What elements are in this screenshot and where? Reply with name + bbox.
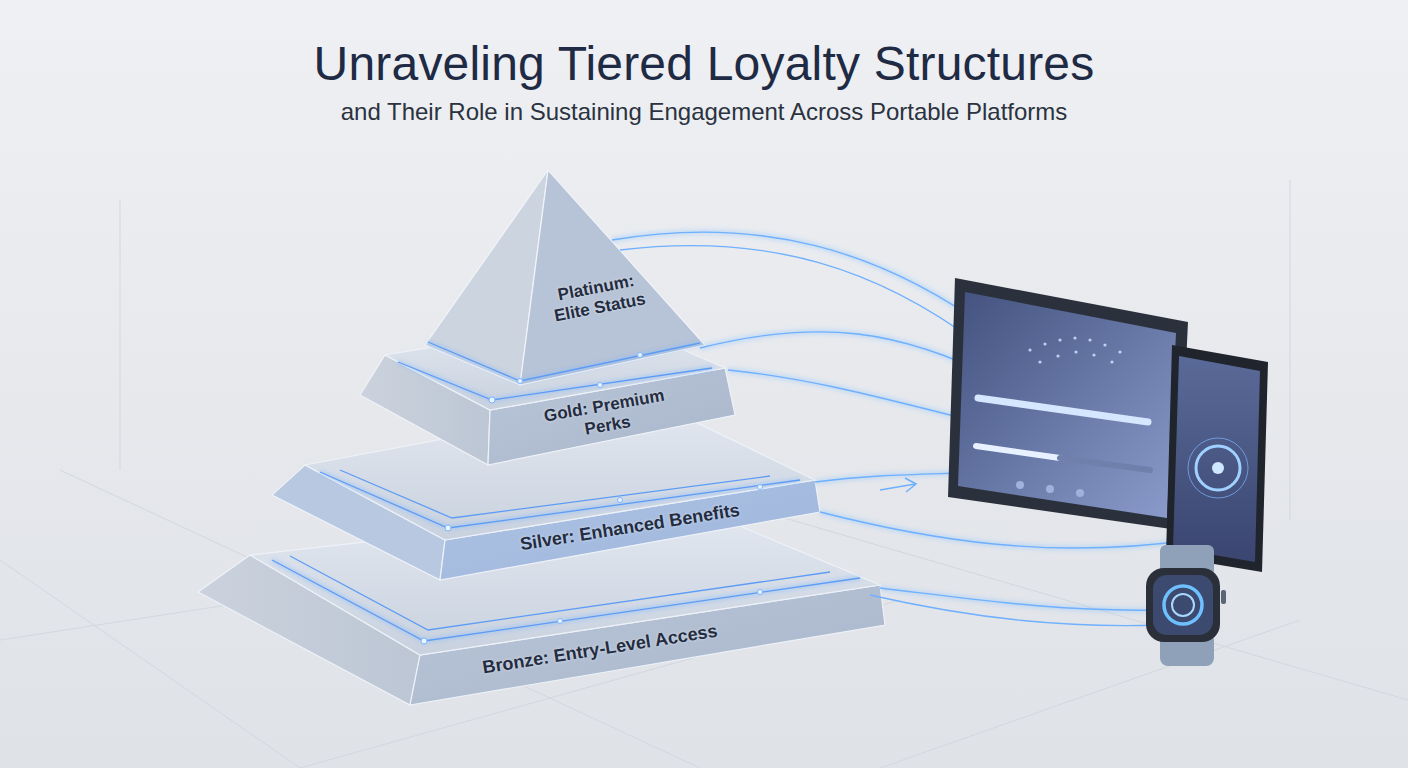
tablet <box>1016 481 1084 497</box>
tablet <box>1060 458 1150 470</box>
platinum-pyramid <box>520 170 705 385</box>
circuit-traces <box>290 556 830 630</box>
circuit-traces <box>598 383 603 388</box>
data-streams <box>612 232 1190 626</box>
phone <box>1212 462 1224 474</box>
data-streams <box>612 232 1190 626</box>
tablet <box>1074 350 1077 353</box>
data-streams <box>880 588 1160 610</box>
phone <box>1166 345 1268 572</box>
smartwatch <box>1146 545 1226 666</box>
smartwatch <box>1221 590 1226 604</box>
tablet <box>958 292 1176 518</box>
circuit-traces <box>638 353 643 358</box>
tablet <box>1092 353 1095 356</box>
tablet <box>978 398 1148 422</box>
tablet <box>1088 338 1091 341</box>
circuit-traces <box>758 485 763 490</box>
floor-grid <box>120 200 121 470</box>
circuit-traces <box>272 342 860 641</box>
phone <box>1166 345 1268 572</box>
data-streams <box>620 246 980 345</box>
platinum-pyramid <box>425 170 705 385</box>
tablet <box>948 278 1188 530</box>
data-streams <box>612 232 1190 610</box>
smartwatch <box>1164 586 1202 624</box>
circuit-traces <box>272 560 860 641</box>
tablet <box>1058 338 1061 341</box>
circuit-traces <box>518 379 523 384</box>
tablet <box>1028 348 1031 351</box>
tablet <box>1056 354 1059 357</box>
tablet <box>1028 336 1121 363</box>
tablet <box>1046 485 1054 493</box>
diagram-title: Unraveling Tiered Loyalty Structures <box>0 36 1408 91</box>
tablet <box>1043 342 1046 345</box>
smartwatch <box>1153 575 1213 635</box>
circuit-traces <box>272 342 860 641</box>
floor-grid <box>0 180 1408 768</box>
tablet <box>1103 343 1106 346</box>
tablet <box>976 446 1060 458</box>
tablet <box>1038 360 1041 363</box>
tablet <box>1118 350 1121 353</box>
subtitle: and Their Role in Sustaining Engagement … <box>0 98 1408 126</box>
phone <box>1188 438 1248 498</box>
tablet <box>1110 360 1113 363</box>
circuit-traces <box>421 353 763 645</box>
smartwatch <box>1146 568 1220 642</box>
circuit-traces <box>272 560 860 641</box>
data-streams <box>870 595 1160 626</box>
tablet <box>948 278 1188 530</box>
circuit-traces <box>489 397 495 403</box>
circuit-traces <box>758 590 763 595</box>
circuit-traces <box>618 498 623 503</box>
floor-grid <box>880 620 1300 768</box>
tablet <box>1073 336 1076 339</box>
circuit-traces <box>421 638 427 644</box>
circuit-traces <box>445 525 451 531</box>
circuit-traces <box>558 619 563 624</box>
phone <box>1196 446 1240 490</box>
phone <box>1173 356 1260 562</box>
circuit-traces <box>428 342 700 381</box>
tablet <box>1076 489 1084 497</box>
smartwatch <box>1172 594 1194 616</box>
circuit-traces <box>272 342 860 644</box>
data-streams <box>880 478 916 492</box>
tablet <box>1016 481 1024 489</box>
data-streams <box>880 588 1160 610</box>
floor-grid <box>1290 180 1291 520</box>
